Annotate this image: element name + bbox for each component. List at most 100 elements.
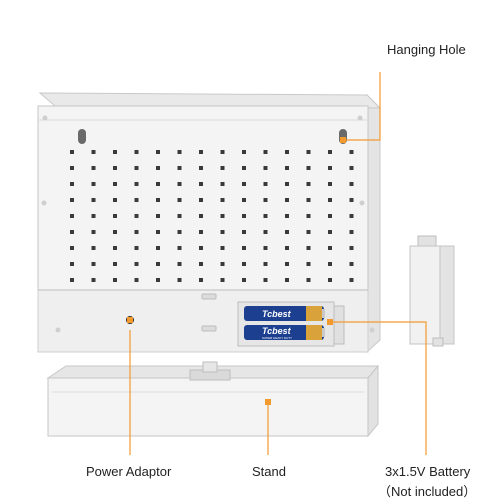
vent-hole — [263, 278, 268, 282]
vent-hole — [113, 198, 117, 202]
vent-hole — [328, 166, 332, 170]
vent-hole — [242, 182, 246, 186]
vent-hole — [306, 214, 311, 218]
vent-hole — [156, 198, 160, 202]
vent-hole — [220, 182, 225, 186]
vent-hole — [306, 278, 311, 282]
vent-hole — [134, 262, 139, 266]
vent-hole — [156, 278, 160, 282]
screw-right — [359, 200, 365, 206]
battery-bottom-brand: Tcbest — [262, 326, 292, 336]
vent-hole — [349, 262, 354, 266]
callout-dot-power-adaptor — [127, 317, 133, 323]
vent-hole — [199, 198, 203, 202]
stand — [46, 361, 380, 438]
vent-hole — [156, 246, 160, 250]
battery-bottom-subtext: SUPER HEAVY DUTY — [262, 336, 292, 340]
side-view — [409, 235, 455, 347]
label-battery: 3x1.5V Battery — [385, 464, 471, 479]
vent-hole — [177, 182, 182, 186]
vent-hole — [70, 198, 74, 202]
vent-hole — [156, 150, 160, 154]
vent-hole — [263, 198, 268, 202]
vent-hole — [177, 246, 182, 250]
vent-hole — [263, 262, 268, 266]
vent-hole — [220, 278, 225, 282]
vent-hole — [306, 166, 311, 170]
vent-hole — [242, 230, 246, 234]
vent-hole — [328, 246, 332, 250]
vent-hole — [70, 150, 74, 154]
vent-hole — [242, 278, 246, 282]
vent-hole — [134, 214, 139, 218]
vent-hole — [263, 150, 268, 154]
vent-hole — [285, 166, 289, 170]
vent-hole — [70, 262, 74, 266]
vent-hole — [199, 214, 203, 218]
vent-hole — [156, 214, 160, 218]
vent-hole — [306, 150, 311, 154]
vent-hole — [91, 166, 96, 170]
vent-hole — [328, 182, 332, 186]
callout-lines — [127, 72, 427, 455]
label-stand: Stand — [252, 464, 286, 479]
vent-hole — [242, 262, 246, 266]
screw-bottom-left — [55, 327, 61, 333]
vent-hole — [134, 150, 139, 154]
vent-hole — [113, 278, 117, 282]
vent-hole — [242, 246, 246, 250]
callout-line-hanging-hole — [343, 72, 381, 141]
vent-hole — [285, 214, 289, 218]
vent-hole — [134, 166, 139, 170]
vent-hole — [91, 262, 96, 266]
vent-hole — [263, 214, 268, 218]
vent-hole — [199, 166, 203, 170]
vent-hole — [91, 214, 96, 218]
vent-hole — [177, 150, 182, 154]
vent-hole — [156, 262, 160, 266]
vent-hole — [91, 230, 96, 234]
vent-hole — [263, 246, 268, 250]
vent-hole — [263, 182, 268, 186]
vent-hole — [220, 262, 225, 266]
vent-hole — [349, 166, 354, 170]
vent-hole — [306, 198, 311, 202]
vent-hole — [91, 198, 96, 202]
vent-hole — [113, 214, 117, 218]
vent-hole — [70, 214, 74, 218]
vent-hole — [177, 230, 182, 234]
vent-hole — [113, 150, 117, 154]
screw-top-left — [42, 115, 48, 121]
vent-hole — [156, 166, 160, 170]
battery-top-brand: Tcbest — [262, 309, 292, 319]
vent-hole — [285, 262, 289, 266]
hanging-hole-left — [78, 129, 86, 144]
vent-hole — [328, 198, 332, 202]
vent-hole — [177, 198, 182, 202]
vent-hole — [349, 198, 354, 202]
vent-hole — [199, 246, 203, 250]
vent-hole — [285, 278, 289, 282]
vent-hole — [199, 262, 203, 266]
vent-hole — [220, 166, 225, 170]
screw-top-right — [357, 115, 363, 121]
screw-bottom-right — [369, 327, 375, 333]
label-battery-note: （Not included） — [378, 484, 477, 499]
battery-compartment: Tcbest Tcbest SUPER HEAVY DUTY — [237, 301, 345, 347]
vent-hole — [328, 214, 332, 218]
callout-dot-stand — [265, 399, 271, 405]
battery-bottom — [244, 325, 325, 340]
vent-hole — [306, 262, 311, 266]
vent-hole — [349, 246, 354, 250]
vent-hole — [113, 262, 117, 266]
vent-hole — [199, 278, 203, 282]
battery-top — [244, 306, 325, 321]
vent-hole — [220, 246, 225, 250]
vent-hole — [113, 182, 117, 186]
vent-hole — [91, 182, 96, 186]
vent-hole — [113, 246, 117, 250]
vent-hole — [285, 182, 289, 186]
vent-hole — [199, 230, 203, 234]
vent-hole — [134, 246, 139, 250]
vent-hole — [177, 214, 182, 218]
